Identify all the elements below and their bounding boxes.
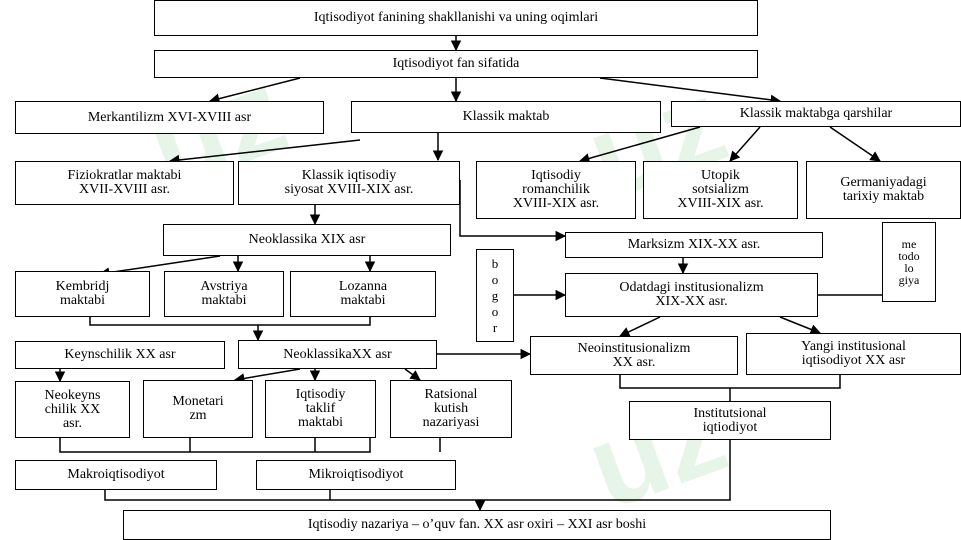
box-fiziokratlar: Fiziokratlar maktabi XVII-XVIII asr. bbox=[15, 161, 234, 205]
line-qarshilar-to-germaniya bbox=[829, 126, 881, 162]
box-institutsional-iqtisodiyot: Institutsional iqtiodiyot bbox=[629, 401, 831, 440]
box-marksizm: Marksizm XIX-XX asr. bbox=[565, 232, 823, 258]
line-odatdagi-to-yangi bbox=[779, 316, 821, 335]
line-fan-to-qarshilar bbox=[599, 77, 782, 106]
line-to-makro-mikro bbox=[59, 438, 441, 453]
box-neokeynschilik: Neokeyns chilik XX asr. bbox=[15, 381, 130, 438]
line-makro-to-final bbox=[104, 490, 486, 512]
line-klassik-to-fiziokratlar bbox=[168, 139, 361, 166]
box-keynschilik: Keynschilik XX asr bbox=[15, 341, 225, 369]
line-odatdagi-to-neoinst bbox=[619, 316, 661, 337]
line-schools-to-neoklassika20 bbox=[89, 317, 371, 340]
box-lozanna: Lozanna maktabi bbox=[290, 271, 436, 317]
line-inst-to-final bbox=[480, 440, 731, 501]
box-neoinstitusionalizm: Neoinstitusionalizm XX asr. bbox=[530, 336, 738, 375]
box-bogor: b o g o r bbox=[476, 249, 514, 342]
line-neoinst-to-inst bbox=[619, 375, 841, 401]
box-monetarizm: Monetari zm bbox=[143, 380, 253, 438]
line-fan-to-merkantilizm bbox=[208, 77, 301, 104]
box-klassik-maktab: Klassik maktab bbox=[351, 101, 661, 133]
box-neoklassika-19: Neoklassika XIX asr bbox=[163, 224, 451, 256]
line-qarshilar-to-utopik bbox=[729, 126, 761, 162]
box-klassik-qarshilar: Klassik maktabga qarshilar bbox=[671, 101, 961, 127]
box-neoklassika-20: NeoklassikaXX asr bbox=[238, 340, 437, 369]
box-avstriya: Avstriya maktabi bbox=[164, 271, 284, 317]
box-utopik: Utopik sotsializm XVIII-XIX asr. bbox=[643, 161, 798, 219]
box-merkantilizm: Merkantilizm XVI-XVIII asr bbox=[15, 101, 324, 134]
line-siyosat-to-marksizm bbox=[459, 180, 567, 242]
box-iqtisodiy-taklif: Iqtisodiy taklif maktabi bbox=[265, 380, 376, 438]
box-yangi-institusional: Yangi institusional iqtisodiyot XX asr bbox=[746, 333, 961, 375]
box-romanchilik: Iqtisodiy romanchilik XVIII-XIX asr. bbox=[476, 161, 636, 219]
box-ratsional-kutish: Ratsional kutish nazariyasi bbox=[390, 380, 512, 438]
line-neoklassika20-to-ratsional bbox=[404, 368, 421, 381]
box-klassik-siyosat: Klassik iqtisodiy siyosat XVIII-XIX asr. bbox=[238, 161, 460, 205]
box-final: Iqtisodiy nazariya – o’quv fan. XX asr o… bbox=[123, 510, 831, 540]
line-neoklassika20-to-monetarizm bbox=[233, 368, 301, 384]
box-germaniya: Germaniyadagi tarixiy maktab bbox=[806, 161, 961, 219]
box-metodologiya: me todo lo giya bbox=[882, 222, 936, 302]
box-root: Iqtisodiyot fanining shakllanishi va uni… bbox=[154, 0, 758, 36]
box-odatdagi-inst: Odatdagi institusionalizm XIX-XX asr. bbox=[565, 273, 818, 317]
box-fan-sifatida: Iqtisodiyot fan sifatida bbox=[154, 50, 758, 78]
line-qarshilar-to-romanchilik bbox=[578, 126, 701, 164]
box-makroiqtisodiyot: Makroiqtisodiyot bbox=[15, 460, 217, 490]
box-kembridj: Kembridj maktabi bbox=[15, 271, 150, 317]
box-mikroiqtisodiyot: Mikroiqtisodiyot bbox=[256, 460, 456, 490]
